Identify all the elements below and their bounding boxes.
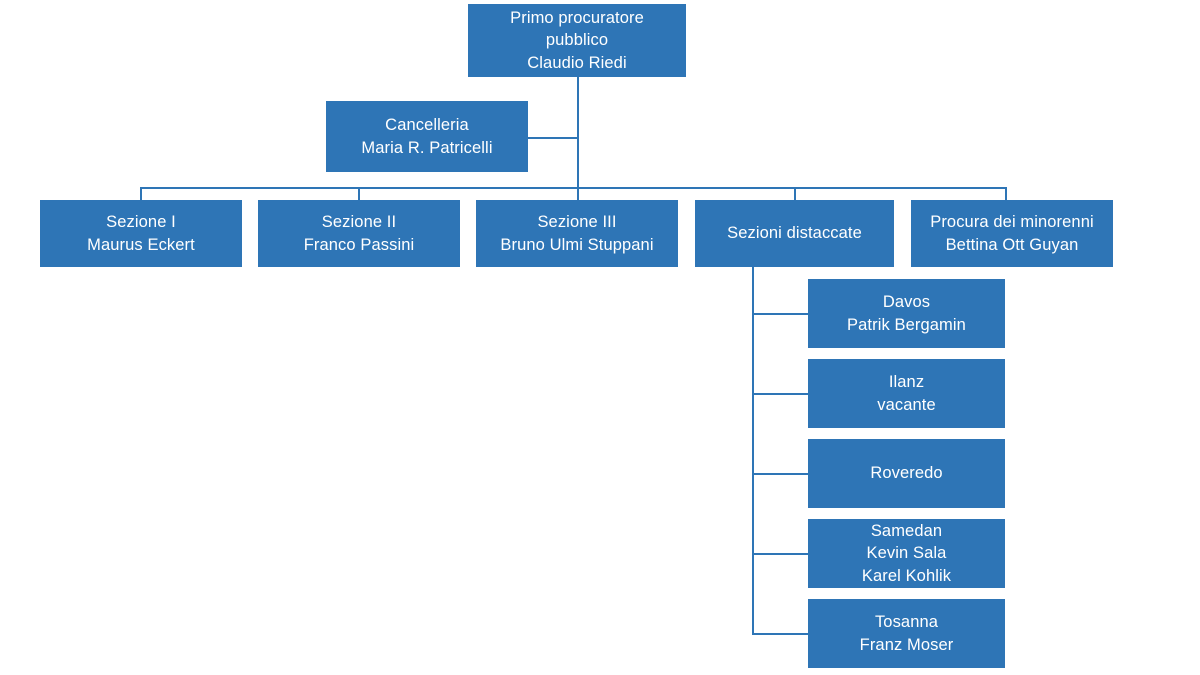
node-text-line: Davos (882, 293, 931, 312)
node-text-line: Karel Kohlik (861, 566, 952, 585)
connector-branch-ilanz (752, 393, 810, 395)
node-davos[interactable]: Davos Patrik Bergamin (808, 279, 1005, 348)
node-text-line: Kevin Sala (866, 544, 947, 563)
node-sezione-i[interactable]: Sezione I Maurus Eckert (40, 200, 242, 267)
node-ilanz[interactable]: Ilanz vacante (808, 359, 1005, 428)
node-tosanna[interactable]: Tosanna Franz Moser (808, 599, 1005, 668)
node-text-line: Claudio Riedi (527, 53, 627, 72)
node-primo-procuratore-pubblico[interactable]: Primo procuratore pubblico Claudio Riedi (468, 4, 686, 77)
connector-branch-tosanna (752, 633, 810, 635)
node-text-line: Tosanna (874, 613, 939, 632)
node-roveredo[interactable]: Roveredo (808, 439, 1005, 508)
connector-drop-sezione-ii (358, 187, 360, 201)
node-text-line: Franco Passini (303, 235, 415, 254)
connector-branch-davos (752, 313, 810, 315)
connector-cancelleria-stub (528, 137, 579, 139)
node-text-line: Sezione I (106, 213, 176, 232)
node-sezioni-distaccate[interactable]: Sezioni distaccate (695, 200, 894, 267)
node-text-line: Maria R. Patricelli (361, 138, 493, 157)
connector-drop-sezione-i (140, 187, 142, 201)
node-text-line: pubblico (545, 31, 609, 50)
node-samedan[interactable]: Samedan Kevin Sala Karel Kohlik (808, 519, 1005, 588)
node-text-line: Cancelleria (385, 116, 469, 135)
connector-drop-sezioni-distaccate (794, 187, 796, 201)
node-sezione-iii[interactable]: Sezione III Bruno Ulmi Stuppani (476, 200, 678, 267)
connector-root-trunk (577, 76, 579, 189)
node-cancelleria[interactable]: Cancelleria Maria R. Patricelli (326, 101, 528, 172)
node-text-line: Roveredo (870, 464, 943, 483)
node-text-line: Ilanz (888, 373, 925, 392)
node-text-line: Sezione II (321, 213, 397, 232)
connector-drop-procura (1005, 187, 1007, 201)
connector-sections-bar (140, 187, 1007, 189)
node-text-line: Samedan (870, 522, 943, 541)
node-procura-dei-minorenni[interactable]: Procura dei minorenni Bettina Ott Guyan (911, 200, 1113, 267)
node-sezione-ii[interactable]: Sezione II Franco Passini (258, 200, 460, 267)
node-text-line: Patrik Bergamin (847, 315, 966, 334)
connector-branch-trunk (752, 267, 754, 633)
node-text-line: Sezione III (537, 213, 617, 232)
node-text-line: Bruno Ulmi Stuppani (500, 235, 654, 254)
node-text-line: Primo procuratore (510, 9, 644, 28)
node-text-line: Franz Moser (859, 635, 954, 654)
connector-branch-samedan (752, 553, 810, 555)
node-text-line: Bettina Ott Guyan (945, 235, 1079, 254)
node-text-line: Maurus Eckert (87, 235, 195, 254)
node-text-line: vacante (877, 395, 936, 414)
connector-drop-sezione-iii (577, 187, 579, 201)
connector-branch-roveredo (752, 473, 810, 475)
node-text-line: Sezioni distaccate (727, 224, 862, 243)
node-text-line: Procura dei minorenni (930, 213, 1094, 232)
